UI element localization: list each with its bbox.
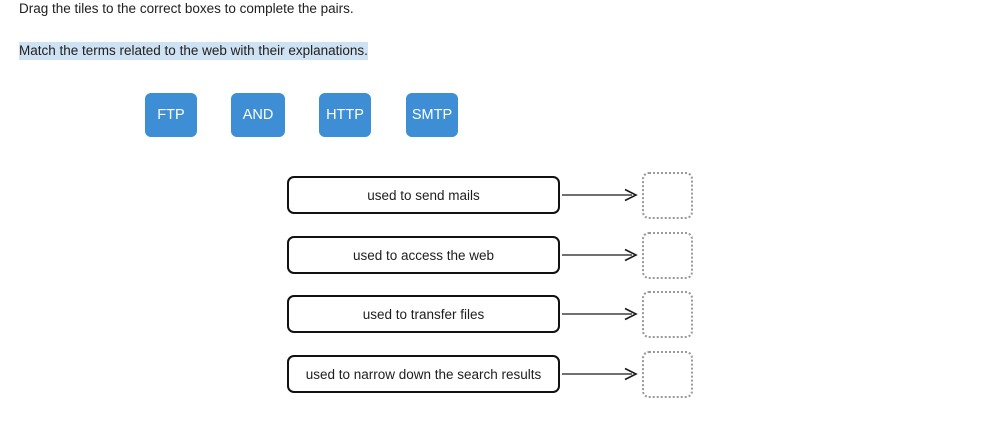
prompt-box: used to narrow down the search results xyxy=(287,355,560,393)
tile-label: SMTP xyxy=(411,107,453,123)
prompt-box: used to access the web xyxy=(287,236,560,274)
prompt-box: used to send mails xyxy=(287,176,560,214)
tile-label: AND xyxy=(242,107,274,123)
tile-ftp[interactable]: FTP xyxy=(145,93,197,137)
drop-target[interactable] xyxy=(642,172,693,219)
tile-label: FTP xyxy=(157,107,185,123)
tile-smtp[interactable]: SMTP xyxy=(406,93,458,137)
drop-target[interactable] xyxy=(642,351,693,398)
match-row: used to narrow down the search results xyxy=(0,351,992,403)
drop-target[interactable] xyxy=(642,232,693,279)
drag-instruction-text: Drag the tiles to the correct boxes to c… xyxy=(19,1,354,16)
arrow-right-icon xyxy=(562,367,638,381)
tile-http[interactable]: HTTP xyxy=(319,93,371,137)
question-text: Match the terms related to the web with … xyxy=(19,42,368,60)
match-row: used to access the web xyxy=(0,232,992,284)
tile-and[interactable]: AND xyxy=(231,93,285,137)
arrow-right-icon xyxy=(562,307,638,321)
question-text-container: Match the terms related to the web with … xyxy=(19,41,368,60)
arrow-right-icon xyxy=(562,248,638,262)
tile-label: HTTP xyxy=(326,107,364,123)
tile-tray: FTP AND HTTP SMTP xyxy=(0,93,992,138)
drop-target[interactable] xyxy=(642,291,693,338)
prompt-box: used to transfer files xyxy=(287,295,560,333)
match-row: used to transfer files xyxy=(0,291,992,343)
match-row: used to send mails xyxy=(0,172,992,224)
arrow-right-icon xyxy=(562,188,638,202)
